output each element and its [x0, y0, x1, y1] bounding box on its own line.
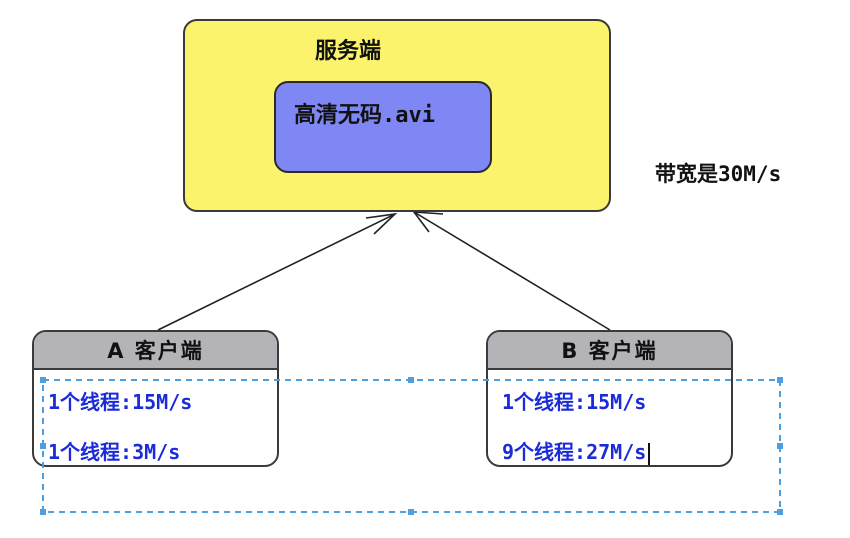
file-box: 高清无码.avi	[274, 81, 492, 173]
client-b-thread-line-1: 1个线程:15M/s	[502, 390, 647, 414]
client-b-header: B 客户端	[488, 332, 731, 370]
bandwidth-label: 带宽是30M/s	[655, 162, 782, 186]
client-a-header: A 客户端	[34, 332, 277, 370]
client-a-thread-line-2: 1个线程:3M/s	[48, 440, 181, 464]
text-cursor	[648, 442, 651, 465]
arrow-client-a-to-server	[157, 212, 398, 331]
server-title: 服务端	[315, 39, 382, 64]
client-a-box: A 客户端 1个线程:15M/s 1个线程:3M/s	[32, 330, 279, 467]
file-name: 高清无码.avi	[294, 103, 435, 128]
arrow-client-b-to-server	[412, 211, 611, 331]
client-b-thread-line-2-wrap: 9个线程:27M/s	[502, 436, 651, 465]
client-b-thread-line-2: 9个线程:27M/s	[502, 440, 647, 464]
client-b-box: B 客户端 1个线程:15M/s 9个线程:27M/s	[486, 330, 733, 467]
client-a-thread-line-1: 1个线程:15M/s	[48, 390, 193, 414]
server-box: 服务端 高清无码.avi	[183, 19, 611, 212]
